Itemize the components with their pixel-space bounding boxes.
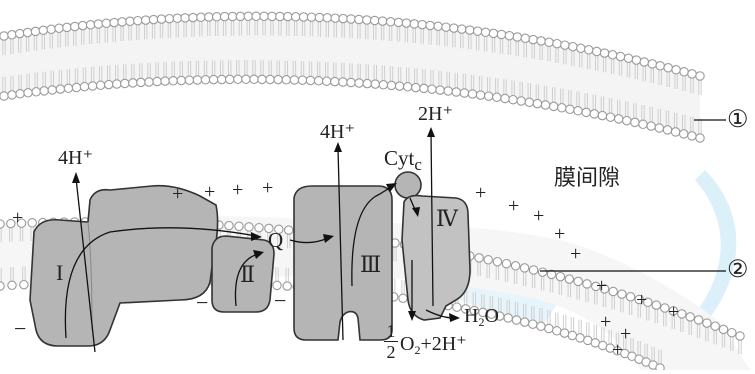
charge-minus: − xyxy=(274,290,286,312)
complex-iii-label: Ⅲ xyxy=(360,254,381,276)
charge-plus: + xyxy=(232,180,243,200)
oxygen-sub: 2 xyxy=(414,343,420,357)
water-h: H xyxy=(464,305,478,327)
inner-membrane-label: ② xyxy=(727,258,749,282)
charge-plus: + xyxy=(554,224,565,244)
water-o: O xyxy=(484,305,498,327)
complex-iv-label: Ⅳ xyxy=(436,208,458,230)
intermembrane-space-label: 膜间隙 xyxy=(554,168,620,190)
proton-label-iv: 2H⁺ xyxy=(418,104,453,124)
charge-plus: + xyxy=(570,244,581,264)
charge-plus: + xyxy=(668,302,679,322)
cytochrome-c-sub: c xyxy=(414,155,422,174)
charge-plus: + xyxy=(533,206,544,226)
charge-plus: + xyxy=(636,290,647,310)
proton-label-i: 4H⁺ xyxy=(58,148,93,168)
fraction-half: 1 2 xyxy=(384,322,398,361)
fraction-denominator: 2 xyxy=(384,342,398,361)
water-sub: 2 xyxy=(478,315,484,329)
oxygen-rest: +2H⁺ xyxy=(420,333,466,355)
oxygen-label: O2+2H⁺ xyxy=(400,334,467,354)
charge-plus: + xyxy=(508,196,519,216)
cytochrome-c xyxy=(395,172,421,198)
cytochrome-c-label: Cytc xyxy=(384,148,422,169)
charge-plus: + xyxy=(262,178,273,198)
charge-plus: + xyxy=(204,182,215,202)
charge-minus: − xyxy=(14,318,26,340)
complex-ii-label: Ⅱ xyxy=(240,264,255,286)
cytochrome-c-main: Cyt xyxy=(384,146,414,170)
charge-plus: + xyxy=(475,183,486,203)
charge-plus: + xyxy=(612,340,623,360)
charge-plus: + xyxy=(12,208,23,228)
proton-label-iii: 4H⁺ xyxy=(320,122,355,142)
complex-i-label: I xyxy=(56,262,63,284)
outer-membrane-label: ① xyxy=(727,108,749,132)
charge-plus: + xyxy=(172,184,183,204)
charge-minus: − xyxy=(196,292,208,314)
fraction-numerator: 1 xyxy=(384,322,398,342)
water-label: H2O xyxy=(464,306,499,326)
oxygen-o: O xyxy=(400,333,414,355)
charge-plus: + xyxy=(596,276,607,296)
ubiquinone-label: Q xyxy=(268,230,283,251)
charge-plus: + xyxy=(600,312,611,332)
